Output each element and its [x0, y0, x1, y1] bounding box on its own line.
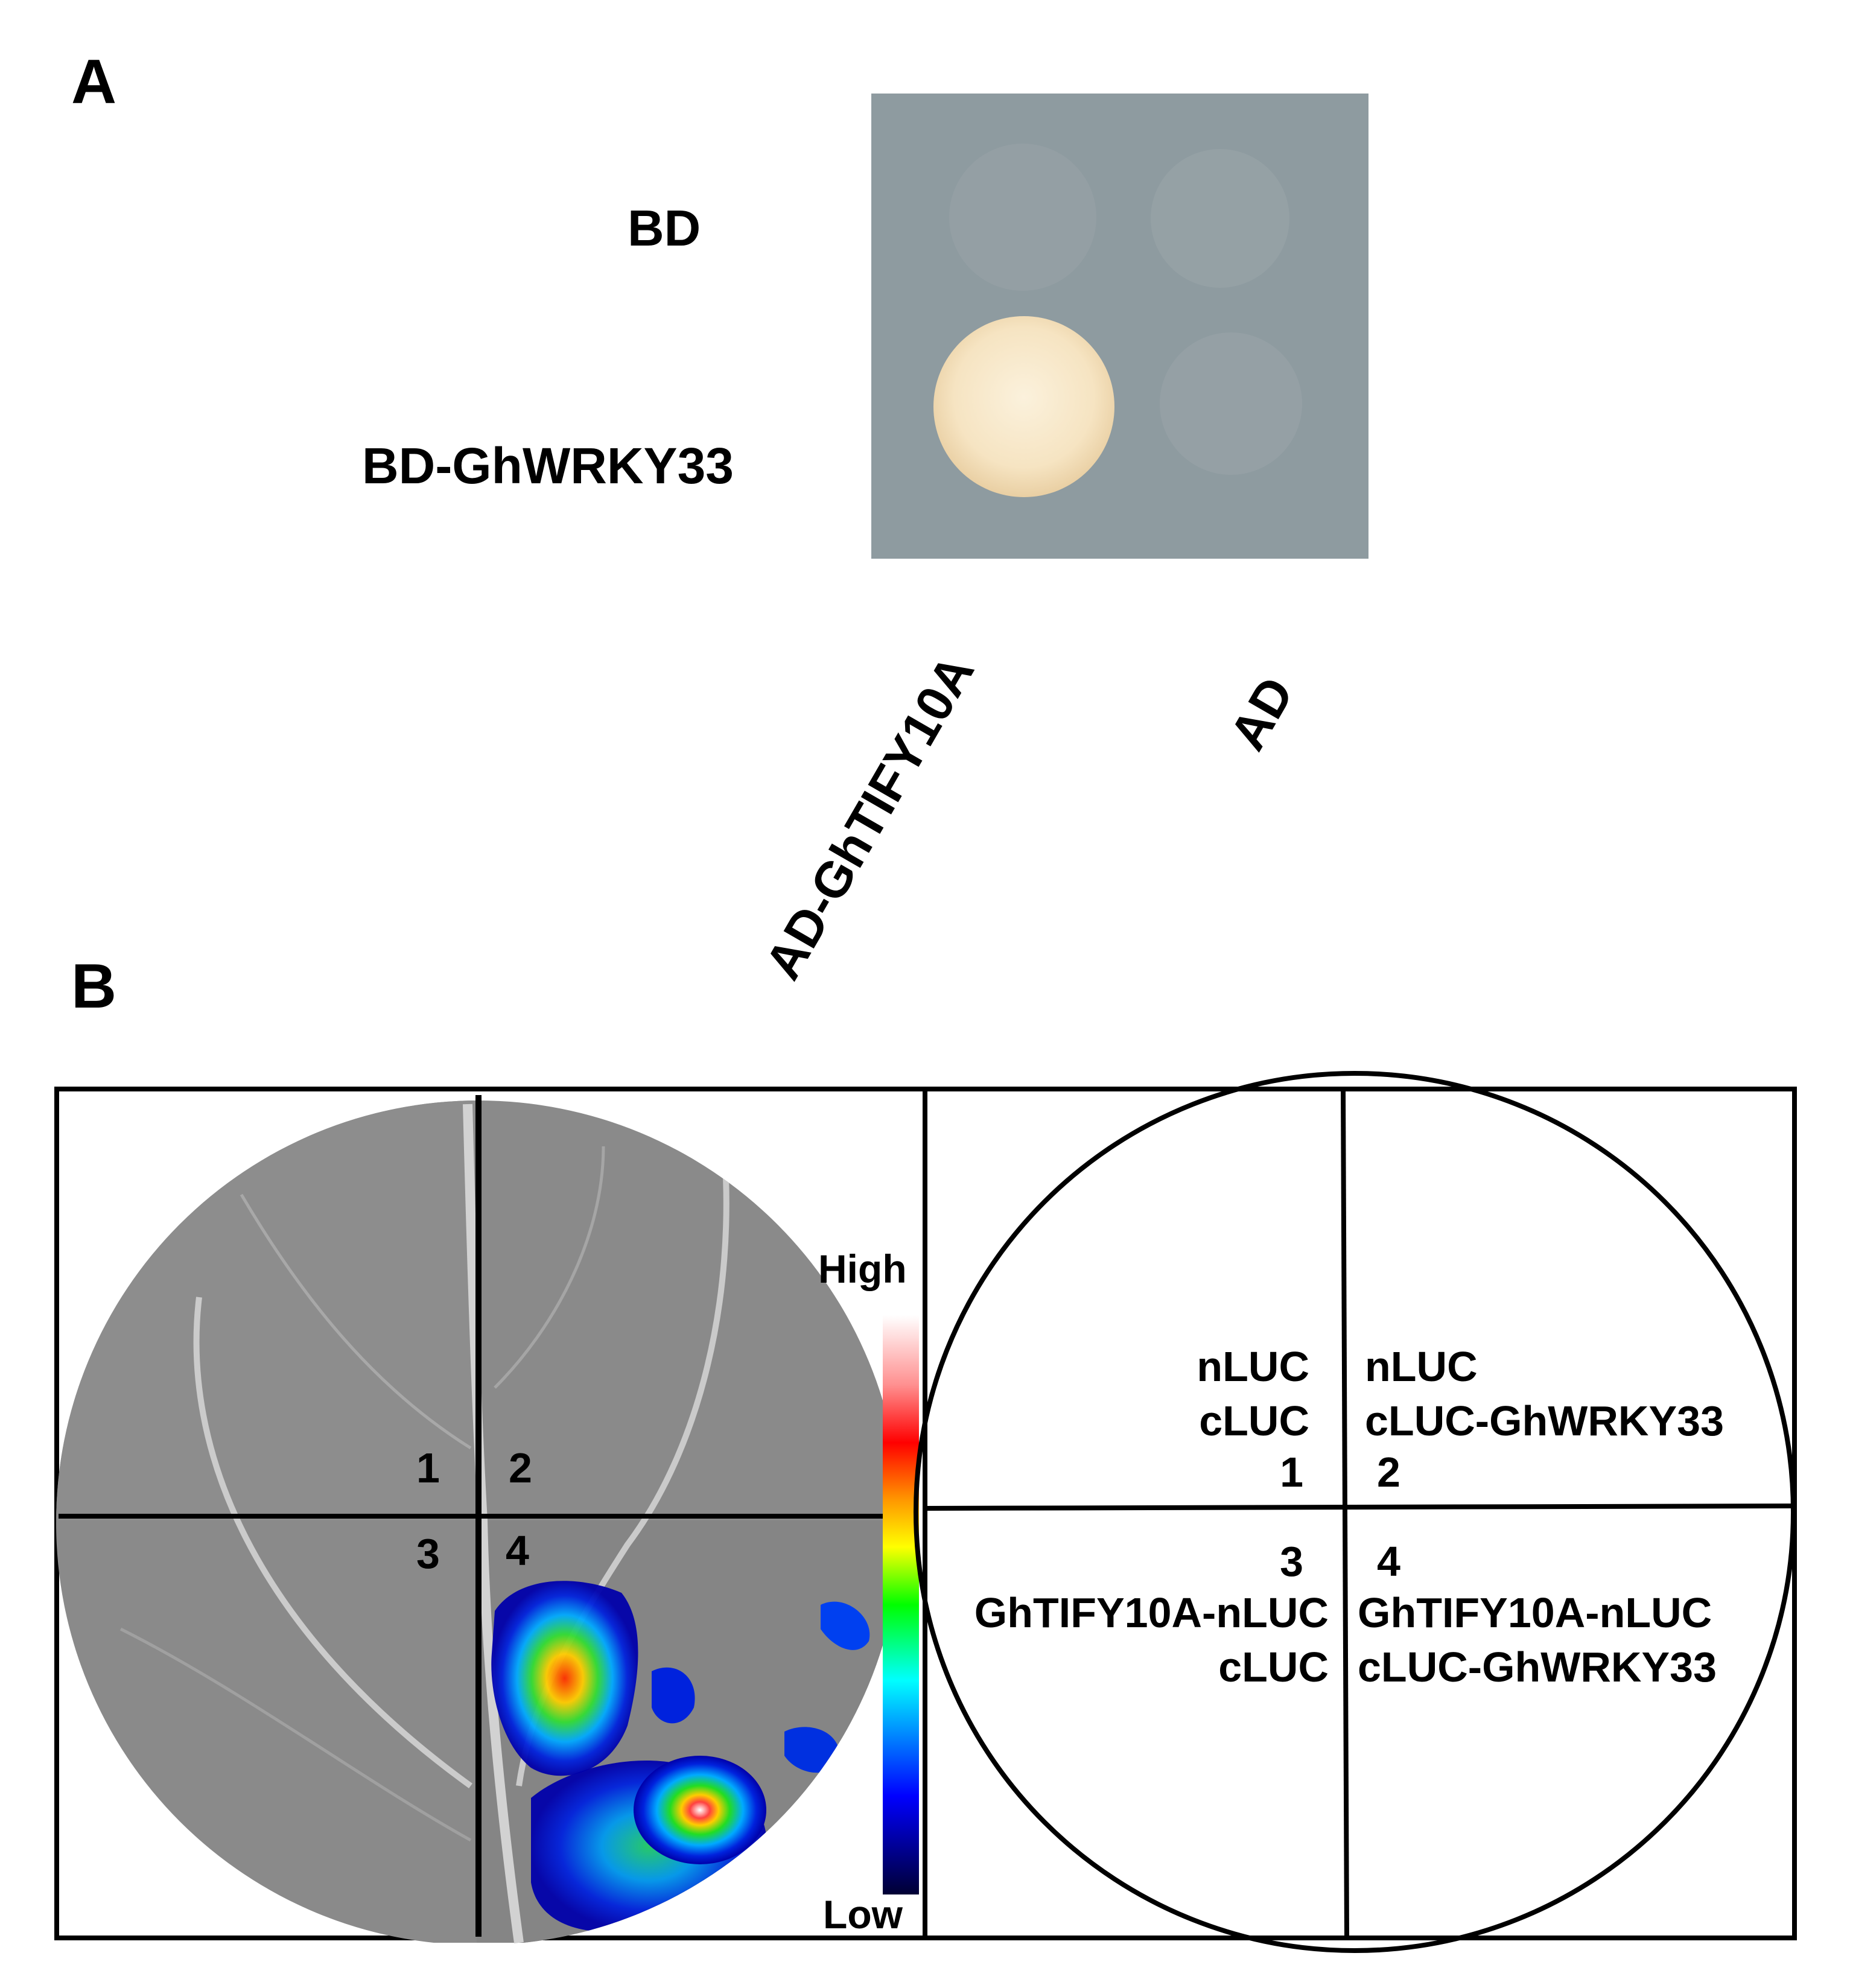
- diagram-q1-line2: cLUC: [1199, 1397, 1309, 1444]
- diagram-q2-line1: nLUC: [1365, 1343, 1478, 1390]
- diagram-q4-line2: cLUC-GhWRKY33: [1358, 1643, 1717, 1691]
- leaf-quadrant-number-3: 3: [416, 1530, 440, 1577]
- diagram-vertical-divider: [1341, 1088, 1349, 1939]
- diagram-q3-number: 3: [1280, 1538, 1303, 1585]
- spot-bd-ad-ghtify10a: [949, 144, 1096, 291]
- diagram-q2-number: 2: [1377, 1449, 1400, 1496]
- row-label-bd-ghwrky33: BD-GhWRKY33: [362, 437, 734, 494]
- colony-bd-ghwrky33-ad-ghtify10a: [933, 316, 1114, 497]
- diagram-q3-line2: cLUC: [1218, 1643, 1329, 1691]
- scale-label-low: Low: [823, 1892, 903, 1937]
- diagram-q1-line1: nLUC: [1197, 1343, 1309, 1390]
- color-scale-bar: [883, 1315, 919, 1894]
- diagram-circle: [914, 1071, 1796, 1953]
- leaf-quadrant-number-1: 1: [416, 1444, 440, 1491]
- yeast-plate-image: [871, 94, 1368, 559]
- diagram-q1-number: 1: [1280, 1449, 1303, 1496]
- leaf-quadrant-number-4: 4: [506, 1527, 529, 1574]
- row-label-bd: BD: [628, 200, 701, 256]
- diagram-horizontal-divider: [924, 1504, 1795, 1511]
- diagram-q4-line1: GhTIFY10A-nLUC: [1358, 1589, 1712, 1636]
- diagram-q2-line2: cLUC-GhWRKY33: [1365, 1397, 1724, 1444]
- panel-b-label: B: [71, 951, 117, 1021]
- scale-label-high: High: [818, 1246, 907, 1291]
- diagram-q4-number: 4: [1377, 1538, 1400, 1585]
- plate-background: [871, 94, 1368, 559]
- panel-a-label: A: [71, 47, 117, 117]
- leaf-quadrant-number-2: 2: [509, 1444, 532, 1491]
- spot-bd-ghwrky33-ad: [1160, 332, 1302, 475]
- spot-bd-ad: [1151, 149, 1289, 288]
- leaf-luminescence-image: [56, 1100, 901, 1944]
- diagram-q3-line1: GhTIFY10A-nLUC: [974, 1589, 1329, 1636]
